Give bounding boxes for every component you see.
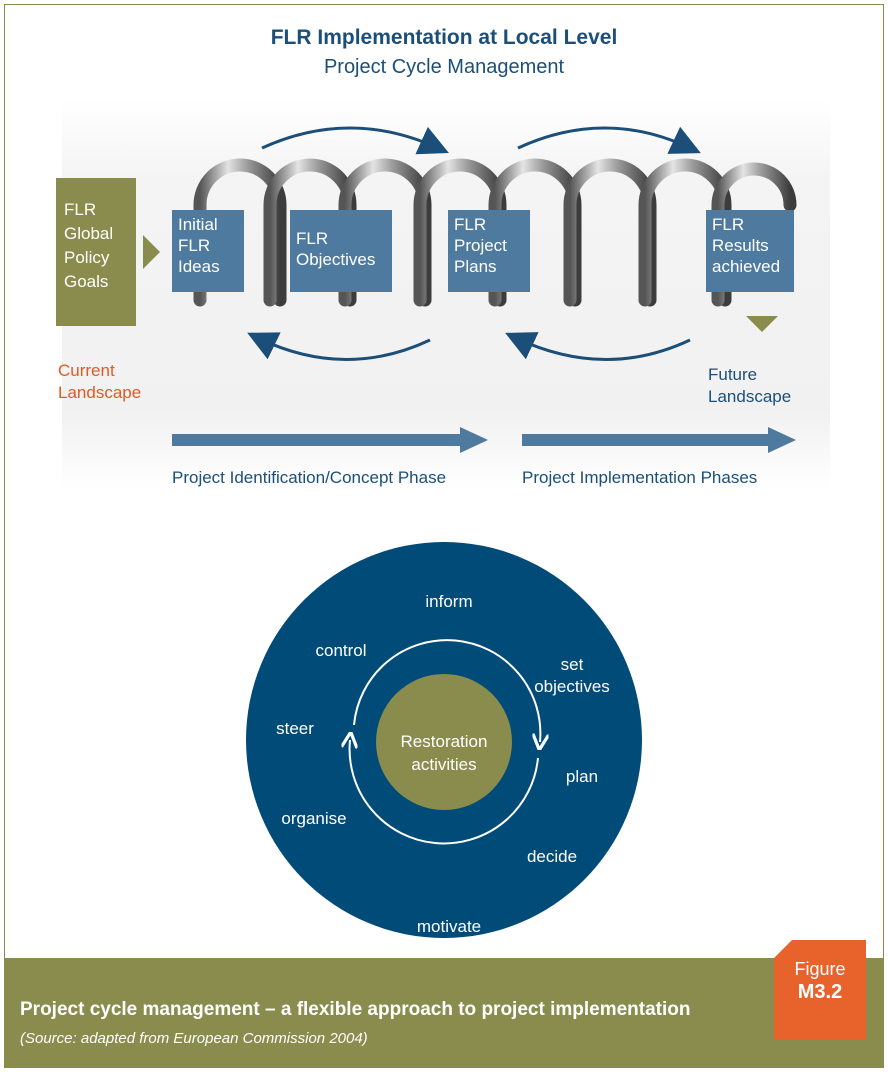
figure-number: M3.2 [797,981,843,1003]
phase-arrow-implementation [522,427,796,453]
caption-main: Project cycle management – a flexible ap… [20,999,691,1020]
caption-text: Project cycle management – a flexible ap… [20,996,750,1053]
top-arrow-left [261,126,449,155]
stage-box-project-plans: FLR Project Plans [448,210,530,292]
caption-bar: Project cycle management – a flexible ap… [4,958,884,1068]
cycle-step-organise: organise [281,809,347,828]
cycle-step-control: control [315,641,367,660]
diagram-title: FLR Implementation at Local Level [270,26,618,49]
future-landscape-label: Future Landscape [708,365,792,406]
bottom-arrow-right [505,332,691,361]
stage-box-initial-ideas: Initial FLR Ideas [172,210,244,292]
cycle-step-steer: steer [276,719,314,738]
cycle-step-inform: inform [425,592,473,611]
bottom-arrow-left [247,332,431,361]
cycle-ring-right [353,639,540,742]
caption-source: (Source: adapted from European Commissio… [20,1030,368,1047]
goals-pointer-icon [143,235,160,269]
cycle-ring-left [350,740,539,845]
cycle-step-set-objectives: set objectives [534,655,610,696]
stage-box-objectives: FLR Objectives [290,210,392,292]
current-landscape-label: Current Landscape [58,361,142,402]
phase-arrow-concept [172,427,488,453]
stage-box-results: FLR Results achieved [706,210,794,292]
figure-badge-notch [774,940,792,958]
phase-label-concept: Project Identification/Concept Phase [172,468,447,487]
spring-coil [193,158,797,307]
figure-word: Figure [794,959,846,979]
global-goals-box: FLR Global Policy Goals [56,178,136,326]
cycle-step-motivate: motivate [416,917,482,936]
results-pointer-icon [746,316,778,332]
top-arrow-right [517,126,701,154]
restoration-core [376,674,512,810]
restoration-activities-label: Restoration activities [400,732,488,774]
diagram-subtitle: Project Cycle Management [323,56,565,78]
phase-label-implementation: Project Implementation Phases [522,468,758,487]
cycle-step-decide: decide [526,847,578,866]
cycle-step-plan: plan [565,767,599,786]
